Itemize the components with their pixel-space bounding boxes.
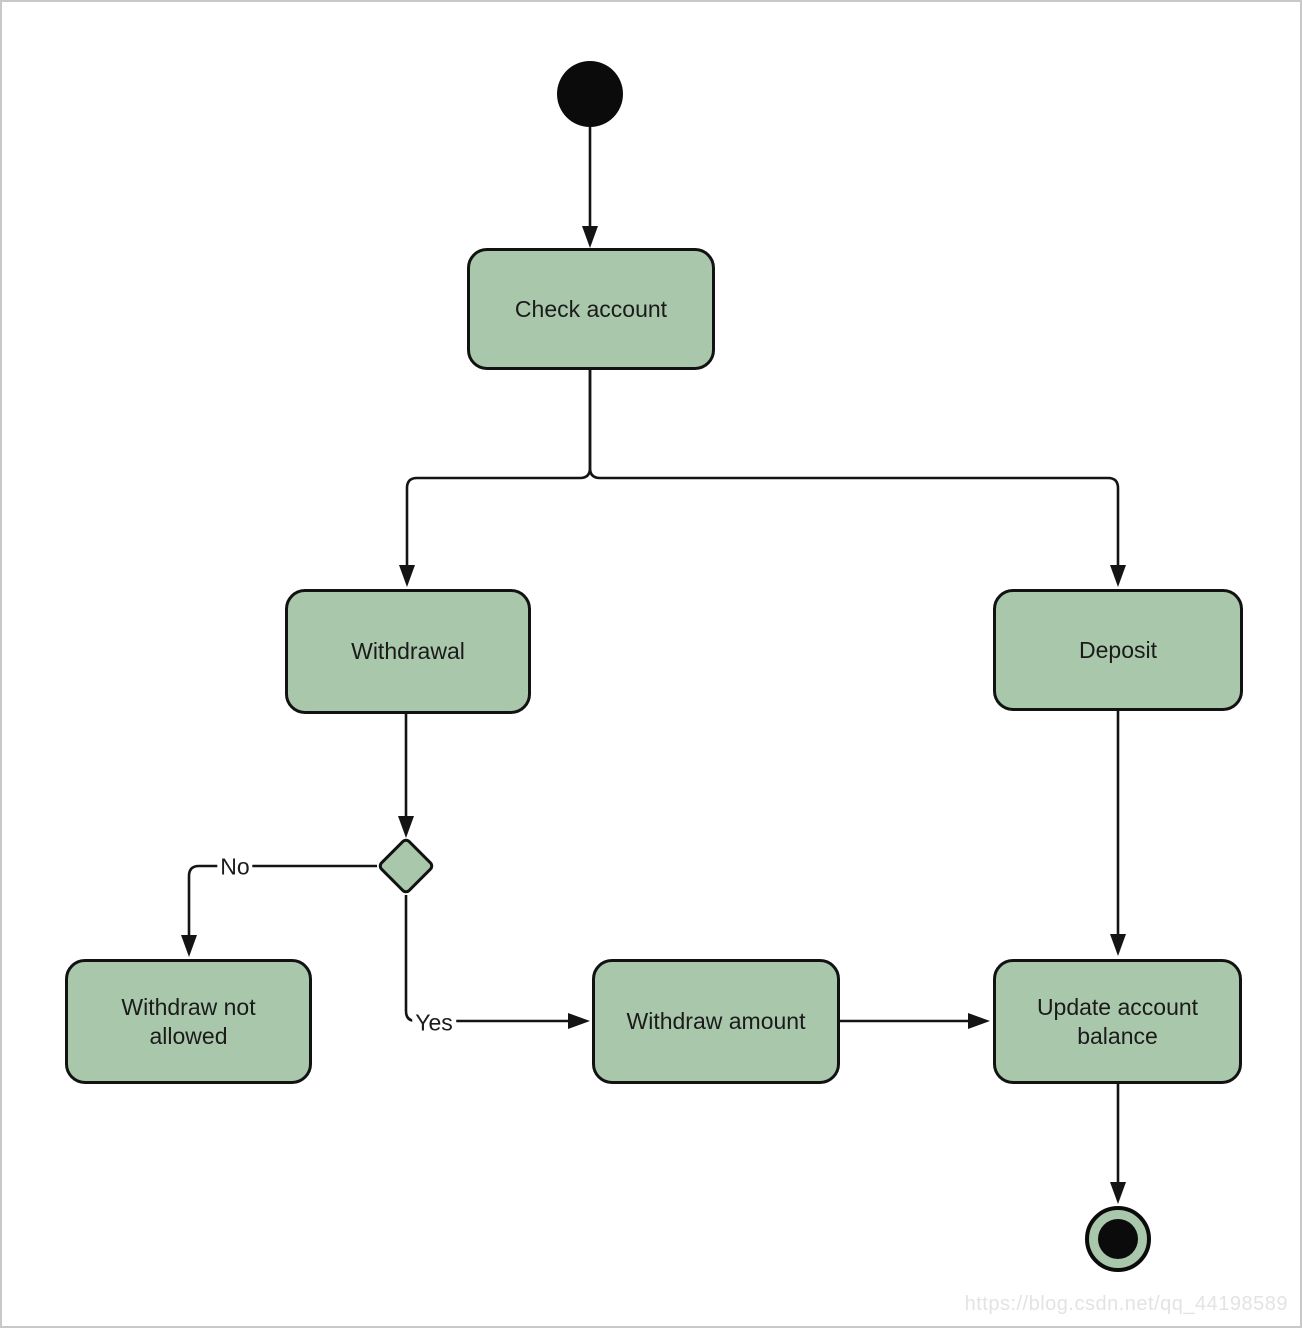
node-label: Update account balance: [1036, 993, 1199, 1049]
activity-node-check-account: Check account: [467, 248, 715, 370]
edge-deposit-to-update-balance: [1110, 711, 1126, 956]
edge-start-to-check-account: [582, 127, 598, 248]
node-label: Withdraw amount: [626, 1008, 806, 1035]
node-label: Check account: [514, 295, 668, 322]
node-label: Withdraw not allowed: [121, 993, 256, 1049]
final-node: [1085, 1206, 1151, 1272]
decision-diamond: [376, 836, 436, 896]
edge-check-account-to-deposit: [588, 370, 1126, 587]
edge-withdrawal-to-decision: [398, 714, 414, 838]
activity-node-withdrawal: Withdrawal: [285, 589, 531, 714]
activity-node-withdraw-not-allowed: Withdraw not allowed: [65, 959, 312, 1084]
node-label: Deposit: [1079, 636, 1157, 663]
initial-node: [557, 61, 623, 127]
edge-check-account-to-withdrawal: [399, 370, 592, 587]
final-node-inner-dot: [1098, 1219, 1138, 1259]
edge-label-no: No: [217, 853, 253, 881]
edge-update-balance-to-final: [1110, 1084, 1126, 1204]
edge-decision-no-to-withdraw-not-allowed: [181, 864, 377, 957]
edge-label-yes: Yes: [412, 1009, 456, 1037]
edge-withdraw-amount-to-update-balance: [840, 1013, 990, 1029]
node-label: Withdrawal: [351, 638, 465, 665]
activity-node-deposit: Deposit: [993, 589, 1243, 711]
activity-node-withdraw-amount: Withdraw amount: [592, 959, 840, 1084]
watermark-url: https://blog.csdn.net/qq_44198589: [964, 1293, 1288, 1315]
activity-node-update-account-balance: Update account balance: [993, 959, 1242, 1084]
